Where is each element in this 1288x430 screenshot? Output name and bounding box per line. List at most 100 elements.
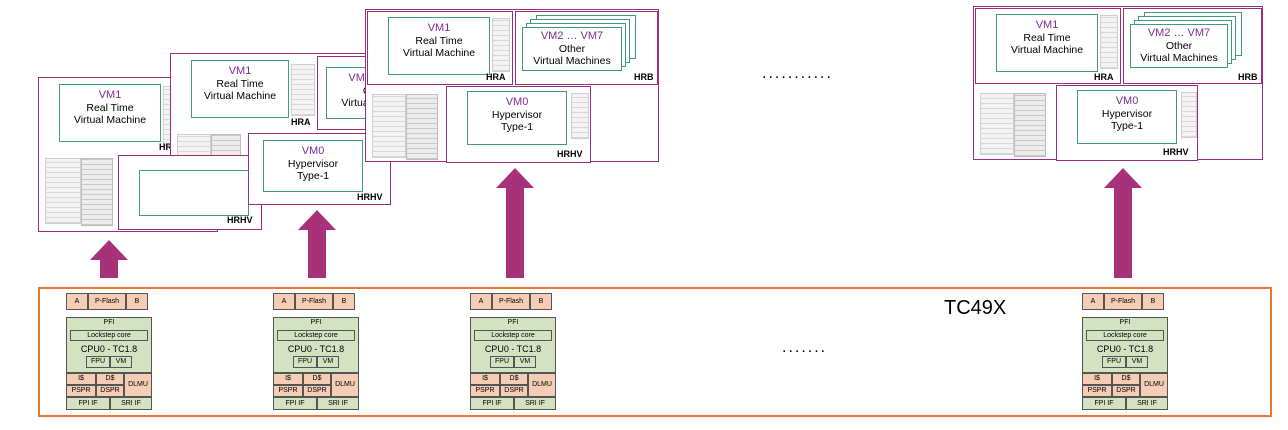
pfi-label: PFI bbox=[103, 319, 115, 326]
cpu-name: CPU0 - TC1.8 bbox=[273, 342, 359, 355]
ellipsis-top: ........... bbox=[762, 65, 833, 82]
fpi-if: FPI IF bbox=[66, 397, 110, 410]
fpi-if-label: FPI IF bbox=[1094, 399, 1114, 407]
dcache-label: D$ bbox=[312, 375, 322, 382]
flash-bank-a: A bbox=[273, 293, 295, 310]
fpu: FPU bbox=[86, 356, 110, 368]
chip-label: TC49X bbox=[944, 297, 1007, 319]
hrhv-label: HRHV bbox=[1163, 147, 1189, 157]
flash-bank-b-label: B bbox=[341, 297, 347, 305]
dspr-label: DSPR bbox=[504, 387, 524, 394]
icache: I$ bbox=[470, 373, 500, 385]
sri-if-label: SRI IF bbox=[328, 399, 348, 407]
lockstep-label: Lockstep core bbox=[1103, 331, 1147, 339]
pflash: P-Flash bbox=[492, 293, 530, 310]
register-map-graphic bbox=[291, 64, 315, 116]
dspr-label: DSPR bbox=[1116, 387, 1136, 394]
register-map-graphic bbox=[372, 94, 406, 158]
fpu: FPU bbox=[1102, 356, 1126, 368]
dspr: DSPR bbox=[500, 385, 528, 397]
sri-if: SRI IF bbox=[317, 397, 359, 410]
vm-unit-label: VM bbox=[115, 358, 127, 365]
vm-unit-label: VM bbox=[519, 358, 531, 365]
pspr: PSPR bbox=[470, 385, 500, 397]
pspr-label: PSPR bbox=[71, 387, 91, 394]
hrhv-label: HRHV bbox=[357, 192, 383, 202]
hra-label: HRA bbox=[1094, 72, 1114, 82]
sri-if: SRI IF bbox=[110, 397, 152, 410]
vm0-box: VM0 Hypervisor Type-1 bbox=[1077, 90, 1177, 144]
vm1-box: VM1 Real Time Virtual Machine bbox=[388, 17, 490, 75]
ellipsis-bottom: ....... bbox=[782, 339, 828, 356]
fpu-label: FPU bbox=[298, 358, 312, 365]
flash-bank-b-label: B bbox=[1150, 297, 1156, 305]
register-map-graphic bbox=[406, 94, 438, 160]
flash-bank-a-label: A bbox=[1090, 297, 1096, 305]
register-map-graphic bbox=[81, 158, 113, 226]
vm1-line1: Real Time bbox=[86, 102, 134, 114]
lockstep-label: Lockstep core bbox=[491, 331, 535, 339]
dcache-label: D$ bbox=[1121, 375, 1131, 382]
vm1-line1: Real Time bbox=[216, 78, 264, 90]
dlmu-label: DLMU bbox=[1144, 381, 1164, 388]
vm-unit: VM bbox=[317, 356, 339, 368]
pfi: PFI bbox=[273, 317, 359, 329]
register-map-graphic bbox=[1014, 93, 1046, 157]
pflash-label: P-Flash bbox=[498, 297, 524, 305]
hra-label: HR bbox=[159, 142, 172, 152]
hra-region: VM1 Real Time Virtual Machine HRA bbox=[975, 8, 1121, 84]
lockstep-core: Lockstep core bbox=[277, 330, 355, 341]
hrb-region: VM2 O Virtual bbox=[317, 56, 372, 130]
hrhv-region: VM0 Hypervisor Type-1 HRHV bbox=[1056, 85, 1198, 161]
register-map-graphic bbox=[980, 93, 1014, 155]
vm1-line2: Virtual Machine bbox=[73, 114, 147, 126]
pfi: PFI bbox=[470, 317, 556, 329]
vm-unit: VM bbox=[514, 356, 536, 368]
sri-if-label: SRI IF bbox=[121, 399, 141, 407]
icache-label: I$ bbox=[285, 375, 291, 382]
lockstep-core: Lockstep core bbox=[1086, 330, 1164, 341]
flash-bank-b: B bbox=[126, 293, 148, 310]
cpu-block-3: A P-Flash B PFI Lockstep core CPU0 - TC1… bbox=[470, 293, 556, 412]
register-map-graphic bbox=[571, 93, 589, 139]
dspr: DSPR bbox=[1112, 385, 1140, 397]
vm1-line2: Virtual Machine bbox=[1010, 44, 1084, 56]
vm-stack-4: VM1 Real Time Virtual Machine HRA VM2 … … bbox=[973, 6, 1263, 161]
flash-bank-a-label: A bbox=[74, 297, 80, 305]
vm1-line1: Real Time bbox=[415, 35, 463, 47]
vm1-line1: Real Time bbox=[1023, 32, 1071, 44]
vm0-title: VM0 bbox=[301, 145, 325, 157]
pflash: P-Flash bbox=[295, 293, 333, 310]
vm2-line2: Virtual Machines bbox=[1140, 52, 1218, 64]
register-map-graphic bbox=[1100, 15, 1118, 69]
icache: I$ bbox=[273, 373, 303, 385]
dcache: D$ bbox=[500, 373, 528, 385]
vm1-title: VM1 bbox=[1035, 19, 1059, 31]
pflash: P-Flash bbox=[88, 293, 126, 310]
flash-bank-b: B bbox=[530, 293, 552, 310]
flash-bank-a: A bbox=[1082, 293, 1104, 310]
cpu-block-2: A P-Flash B PFI Lockstep core CPU0 - TC1… bbox=[273, 293, 359, 412]
register-map-graphic bbox=[492, 18, 510, 72]
arrow-up-2 bbox=[298, 210, 336, 278]
sri-if-label: SRI IF bbox=[525, 399, 545, 407]
fpu-label: FPU bbox=[495, 358, 509, 365]
vm1-title: VM1 bbox=[427, 22, 451, 34]
dcache: D$ bbox=[303, 373, 331, 385]
vm0-box-hidden bbox=[139, 170, 249, 216]
sri-if-label: SRI IF bbox=[1137, 399, 1157, 407]
fpi-if-label: FPI IF bbox=[285, 399, 305, 407]
vm-stack-3: VM1 Real Time Virtual Machine HRA VM2 … … bbox=[365, 9, 659, 163]
fpi-if: FPI IF bbox=[1082, 397, 1126, 410]
icache-label: I$ bbox=[1094, 375, 1100, 382]
arrow-shaft bbox=[1114, 188, 1132, 278]
vm1-box: VM1 Real Time Virtual Machine bbox=[59, 84, 161, 142]
lockstep-label: Lockstep core bbox=[87, 331, 131, 339]
vm2-title: VM2 … VM7 bbox=[1147, 27, 1211, 39]
vm0-line1: Hypervisor bbox=[1101, 108, 1153, 120]
hra-label: HRA bbox=[291, 117, 311, 127]
vm-unit: VM bbox=[1126, 356, 1148, 368]
lockstep-core: Lockstep core bbox=[474, 330, 552, 341]
cpu-block-1: A P-Flash B PFI Lockstep core CPU0 - TC1… bbox=[66, 293, 152, 412]
fpu: FPU bbox=[490, 356, 514, 368]
